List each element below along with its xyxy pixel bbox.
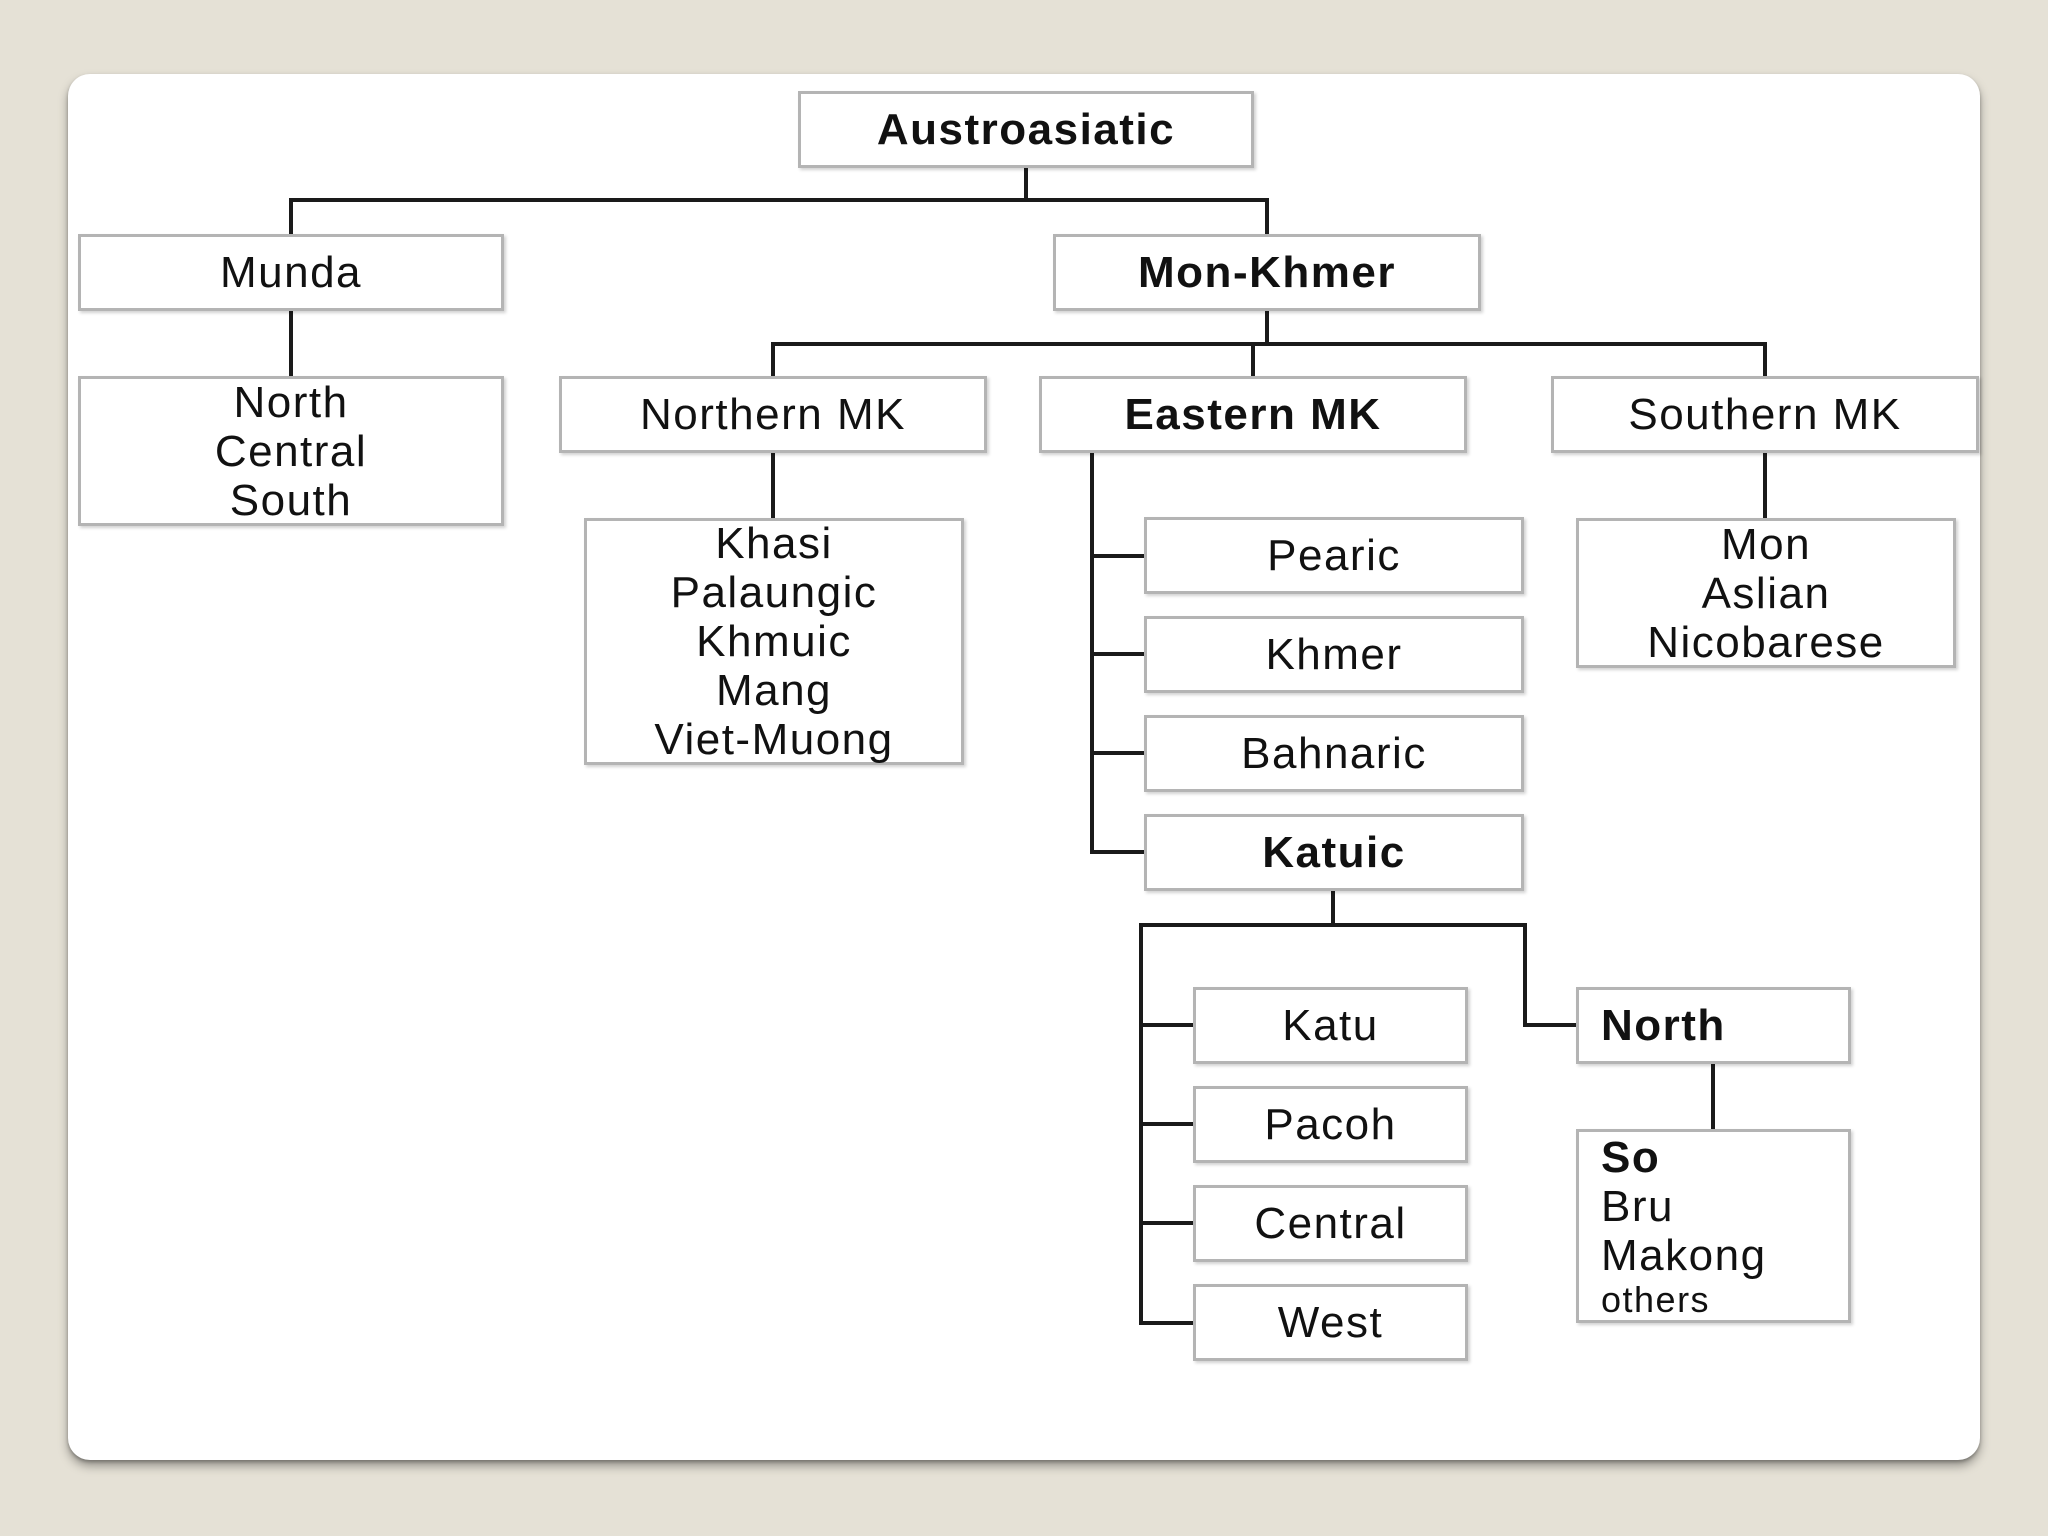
connector-katuic [1139,891,1335,1325]
node-northern-mk: Northern MK [559,376,987,453]
node-southern-mk: Southern MK [1551,376,1979,453]
connector-monkhmer-southern [1253,342,1767,378]
connector-eastern [1090,451,1146,854]
node-austroasiatic-label: Austroasiatic [876,104,1176,154]
north-member: So [1601,1132,1661,1182]
north-member: Makong [1601,1230,1767,1280]
node-pacoh-label: Pacoh [1264,1099,1397,1149]
northern-member: Mang [715,666,833,715]
north-member: others [1601,1278,1711,1320]
node-west-label: West [1277,1297,1384,1347]
node-katuic: Katuic [1144,814,1524,891]
southern-member: Aslian [1701,568,1831,618]
node-eastern-mk: Eastern MK [1039,376,1467,453]
node-mon-khmer-label: Mon-Khmer [1138,247,1396,297]
node-katu-label: Katu [1282,1000,1379,1050]
connector-katuic-north [1333,923,1578,1027]
northern-member: Khasi [715,519,833,568]
node-austroasiatic: Austroasiatic [798,91,1254,168]
node-north: North [1576,987,1851,1064]
node-pacoh: Pacoh [1193,1086,1468,1163]
node-north-members: So Bru Makong others [1576,1129,1851,1323]
node-mon-khmer: Mon-Khmer [1053,234,1481,311]
node-khmer: Khmer [1144,616,1524,693]
connector-root [289,168,1028,236]
node-pearic-label: Pearic [1267,530,1401,580]
node-bahnaric: Bahnaric [1144,715,1524,792]
connector-root-monkhmer [1026,198,1269,236]
munda-member: Central [214,426,368,476]
node-southern-mk-label: Southern MK [1628,389,1902,439]
node-khmer-label: Khmer [1265,629,1403,679]
northern-member: Viet-Muong [654,715,894,764]
node-north-label: North [1601,1000,1726,1050]
node-katuic-label: Katuic [1262,827,1406,877]
node-munda: Munda [78,234,504,311]
southern-member: Nicobarese [1647,617,1885,667]
northern-member: Palaungic [670,568,878,617]
node-west: West [1193,1284,1468,1361]
node-central: Central [1193,1185,1468,1262]
node-pearic: Pearic [1144,517,1524,594]
southern-member: Mon [1720,519,1812,569]
north-member: Bru [1601,1181,1674,1231]
node-munda-members: North Central South [78,376,504,526]
connector-monkhmer [771,309,1269,378]
node-katu: Katu [1193,987,1468,1064]
node-northern-members: Khasi Palaungic Khmuic Mang Viet-Muong [584,518,964,765]
node-southern-members: Mon Aslian Nicobarese [1576,518,1956,668]
node-eastern-mk-label: Eastern MK [1124,389,1382,439]
node-bahnaric-label: Bahnaric [1241,728,1427,778]
munda-member: South [229,475,353,525]
node-central-label: Central [1254,1198,1407,1248]
node-northern-mk-label: Northern MK [640,389,906,439]
node-munda-label: Munda [219,247,363,297]
munda-member: North [233,377,349,427]
northern-member: Khmuic [696,617,852,666]
